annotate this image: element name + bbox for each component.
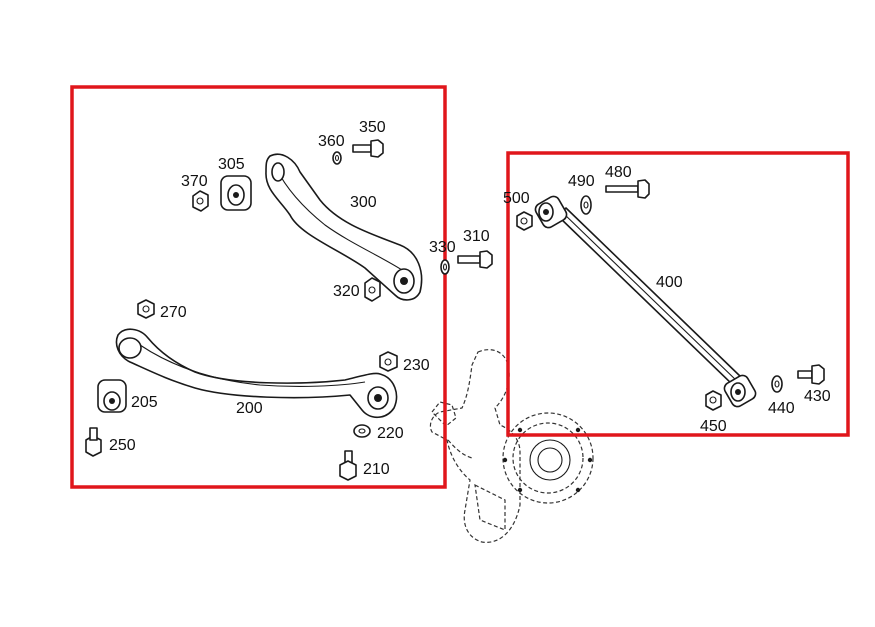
wheel-carrier-knuckle [429,349,594,543]
callout-350: 350 [359,119,386,136]
bolt-350 [352,139,384,158]
highlight-box-left [70,85,447,489]
callout-490: 490 [568,173,595,190]
callout-200: 200 [236,400,263,417]
nut-450 [705,390,722,411]
bolt-480 [605,179,650,199]
callout-360: 360 [318,133,345,150]
callout-440: 440 [768,400,795,417]
washer-330 [440,259,450,275]
nut-370 [192,190,209,212]
lower-control-arm-200 [115,328,398,419]
callout-220: 220 [377,425,404,442]
callout-430: 430 [804,388,831,405]
callout-230: 230 [403,357,430,374]
washer-220 [353,424,371,438]
callout-310: 310 [463,228,490,245]
callout-270: 270 [160,304,187,321]
callout-300: 300 [350,194,377,211]
callout-205: 205 [131,394,158,411]
bolt-250 [85,427,102,457]
nut-270 [137,299,155,319]
bolt-310 [457,250,493,269]
bushing-205 [97,379,127,413]
tie-rod-400 [534,195,757,408]
callout-400: 400 [656,274,683,291]
bushing-305 [220,175,252,211]
callout-305: 305 [218,156,245,173]
washer-440 [771,375,783,393]
callout-450: 450 [700,418,727,435]
callout-330: 330 [429,239,456,256]
upper-control-arm-300 [265,153,423,301]
bolt-210 [339,450,357,481]
highlight-box-right [506,151,850,437]
callout-250: 250 [109,437,136,454]
callout-210: 210 [363,461,390,478]
nut-320 [364,277,381,302]
bolt-430 [797,364,825,385]
washer-360 [332,151,342,165]
nut-230 [379,351,398,372]
nut-500 [516,211,533,231]
callout-370: 370 [181,173,208,190]
callout-320: 320 [333,283,360,300]
washer-490 [580,195,592,215]
callout-480: 480 [605,164,632,181]
callout-500: 500 [503,190,530,207]
